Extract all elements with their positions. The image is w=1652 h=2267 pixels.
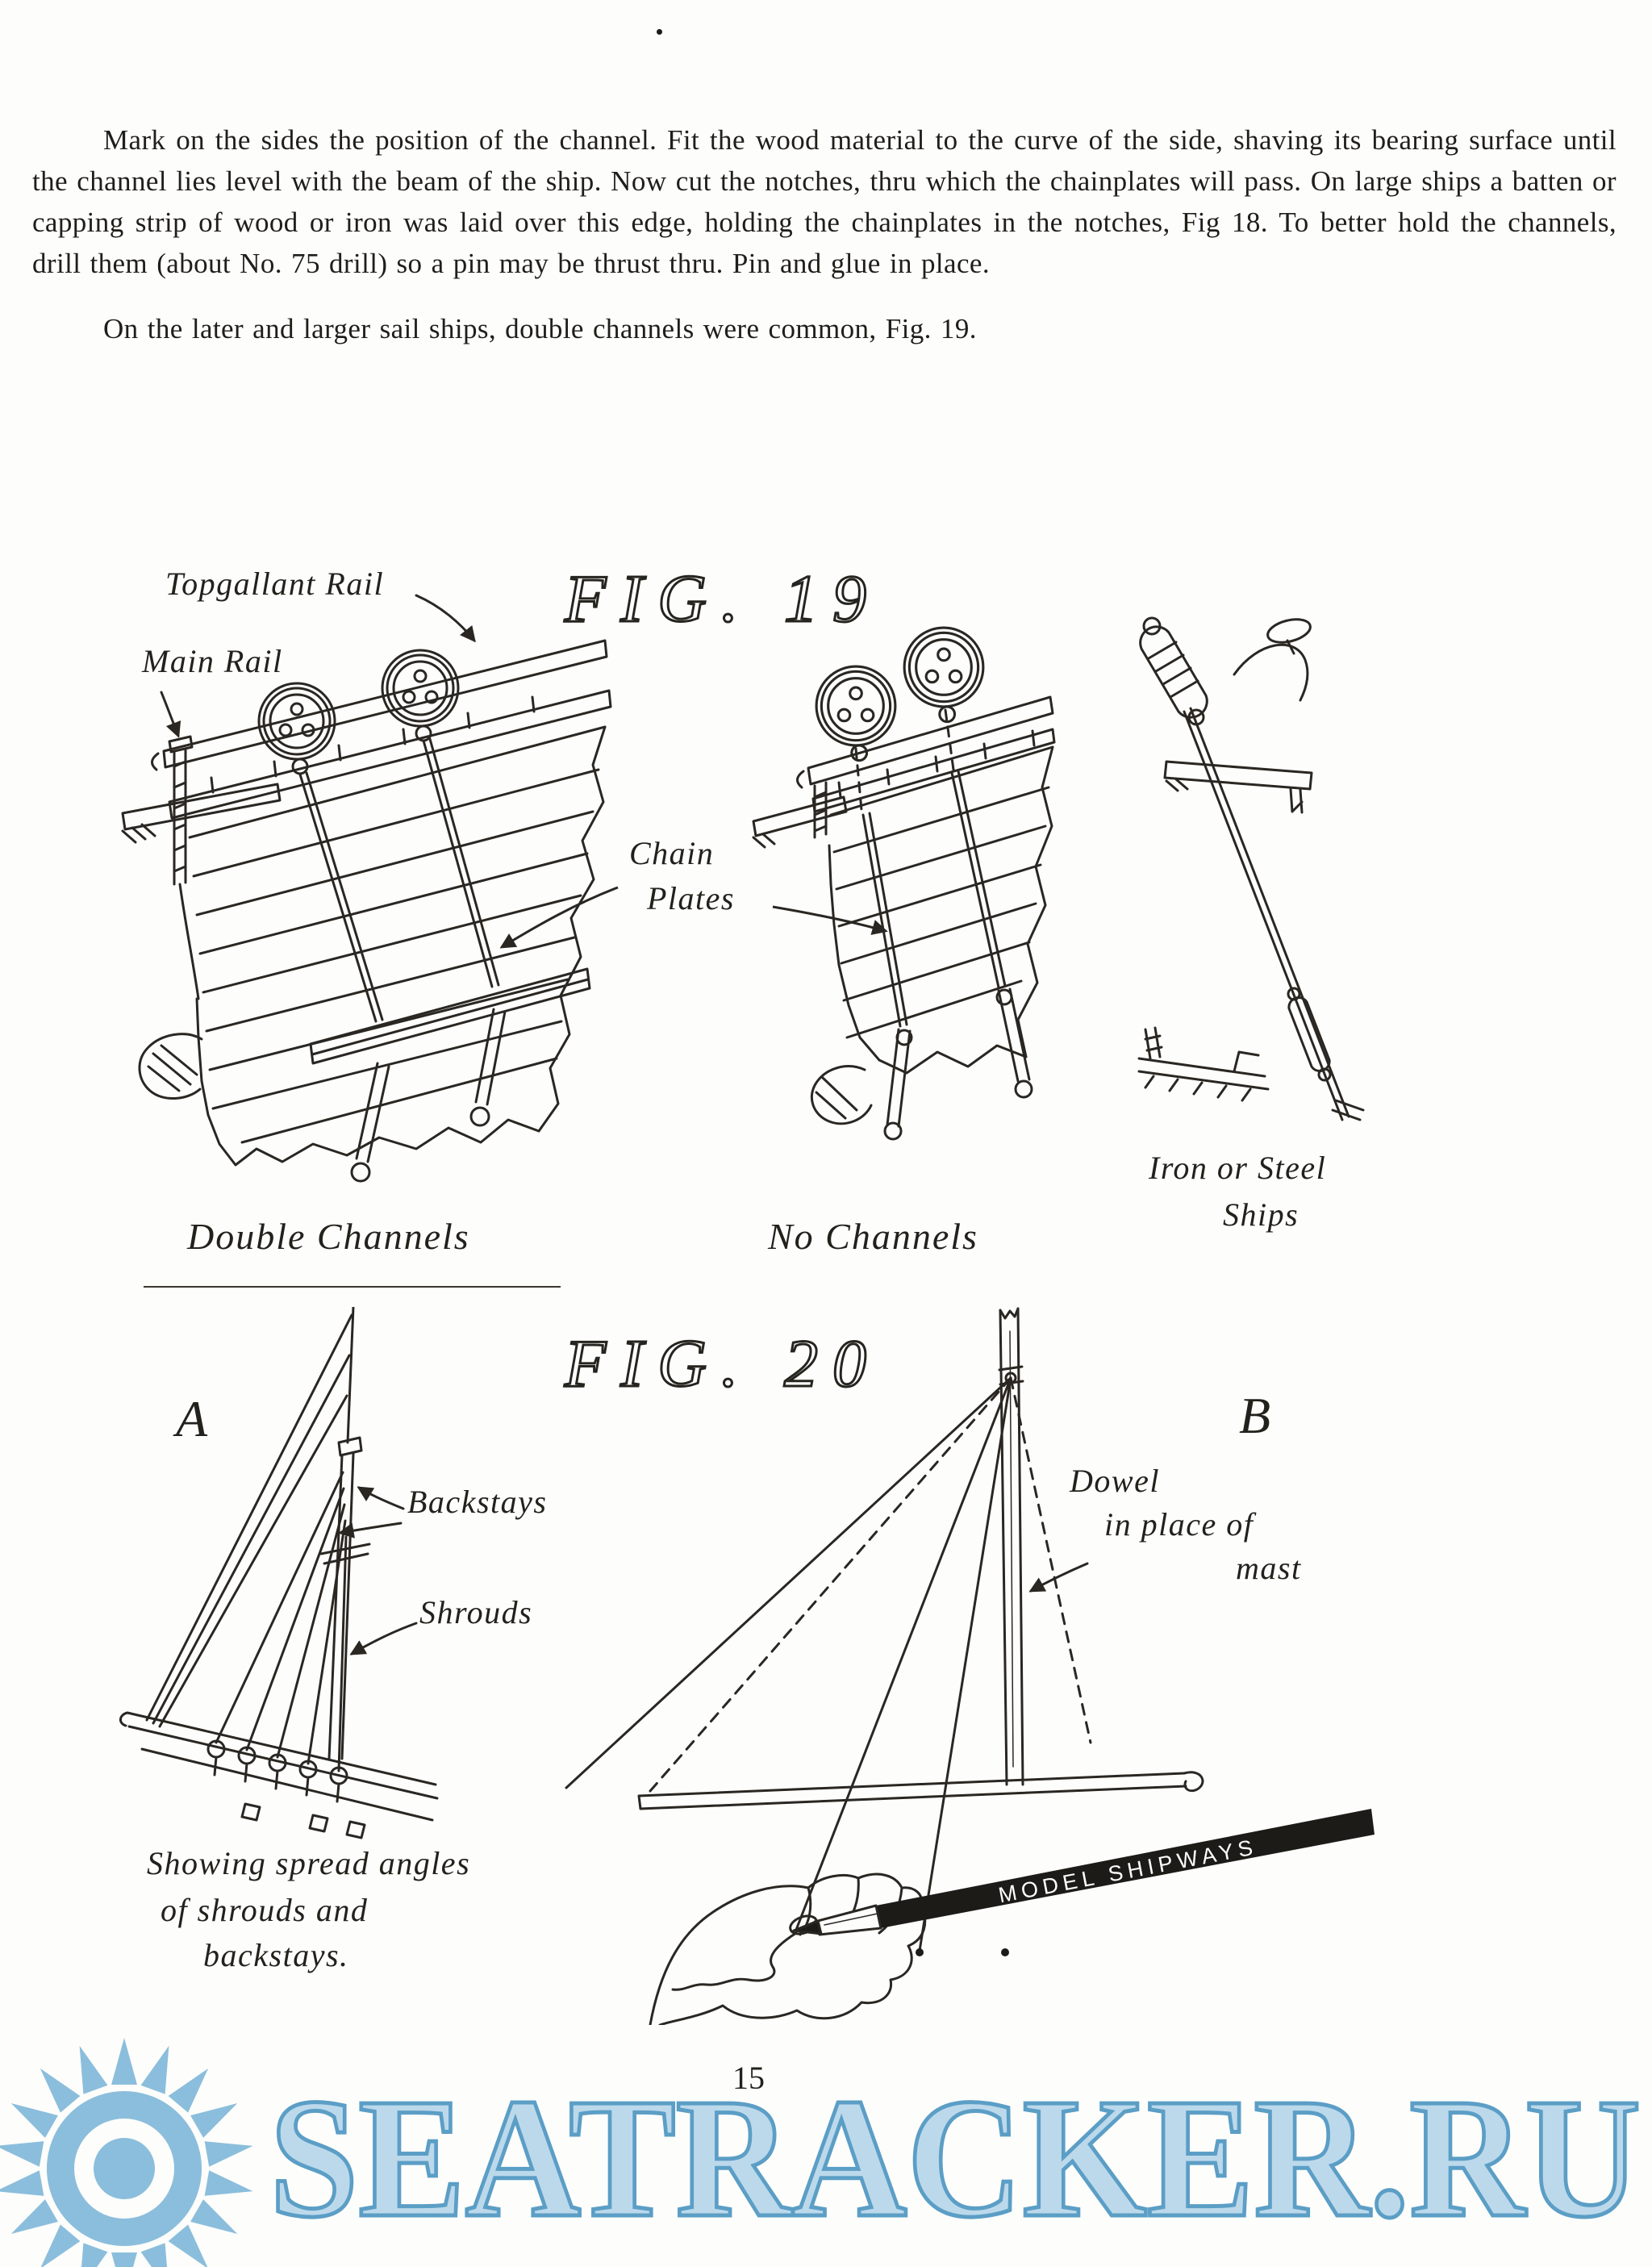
topgallant-rail-arrow <box>415 594 476 643</box>
shrouds-arrow <box>349 1622 418 1655</box>
paragraph: On the later and larger sail ships, doub… <box>103 313 977 345</box>
paragraph: Mark on the sides the position of the ch… <box>32 124 1617 280</box>
sun-rays <box>0 2038 253 2267</box>
deadeye <box>257 682 336 775</box>
spread-caption-line1: Showing spread angles <box>147 1845 471 1881</box>
hand-outline <box>649 1872 927 2025</box>
diagram-b-label: B <box>1239 1387 1272 1444</box>
watermark-text-label: SEATRACKER.RU <box>269 2063 1641 2252</box>
backstays-arrow-1 <box>357 1486 405 1510</box>
chain-plates-arrow-right <box>772 905 888 935</box>
iron-steel-caption-line1: Iron or Steel <box>1149 1150 1327 1186</box>
deadeye <box>903 626 985 724</box>
pencil-body <box>876 1809 1375 1928</box>
section-divider <box>144 1286 561 1288</box>
pencil-brand-text: MODEL SHIPWAYS <box>996 1835 1259 1908</box>
fig19-illustration <box>121 594 1365 1183</box>
backstays-label: Backstays <box>407 1484 548 1520</box>
body-text: Mark on the sides the position of the ch… <box>32 119 1617 374</box>
iron-steel-ships-art <box>1137 616 1365 1121</box>
fig20-title: FIG. 20 <box>563 1326 871 1403</box>
double-channels-art <box>121 594 612 1183</box>
diagram-a-label: A <box>176 1390 209 1447</box>
sun-logo <box>0 2038 253 2267</box>
topgallant-rail-label: Topgallant Rail <box>165 566 385 602</box>
iron-steel-caption-line2: Ships <box>1223 1196 1299 1233</box>
spread-caption-line2: of shrouds and <box>161 1892 369 1928</box>
no-channels-caption: No Channels <box>768 1216 978 1257</box>
dowel-arrow <box>1028 1562 1089 1593</box>
watermark-text: SEATRACKER.RU <box>268 2061 1643 2255</box>
spread-angles-art <box>119 1307 439 1839</box>
fig20-illustration: MODEL SHIPWAYS <box>119 1307 1375 2025</box>
slack-string <box>671 1931 798 1991</box>
fig19-title: FIG. 19 <box>563 561 871 638</box>
chain-plates-label-line1: Chain <box>629 835 715 871</box>
fig20-title-text: FIG. 20 <box>564 1326 871 1401</box>
dowel-label-line1: Dowel <box>1070 1463 1160 1499</box>
backstays-arrow-2 <box>338 1522 403 1538</box>
no-channels-art <box>752 626 1056 1141</box>
page-number: 15 <box>732 2060 765 2096</box>
fig19-title-text: FIG. 19 <box>564 562 871 637</box>
main-rail-label: Main Rail <box>142 643 283 679</box>
spread-caption-line3: backstays. <box>203 1937 349 1973</box>
double-channels-caption: Double Channels <box>187 1216 470 1257</box>
sun-core <box>94 2138 155 2199</box>
pencil-lead <box>792 1919 823 1935</box>
printers-dot <box>657 29 662 35</box>
deadeye <box>381 649 460 742</box>
shrouds-label: Shrouds <box>419 1594 533 1630</box>
chain-plates-arrow-left <box>499 886 619 949</box>
chain-plates-label-line2: Plates <box>647 880 735 916</box>
dowel-label-line2: in place of <box>1104 1506 1254 1543</box>
main-rail-arrow <box>160 691 181 738</box>
dowel-label-line3: mast <box>1236 1550 1302 1586</box>
